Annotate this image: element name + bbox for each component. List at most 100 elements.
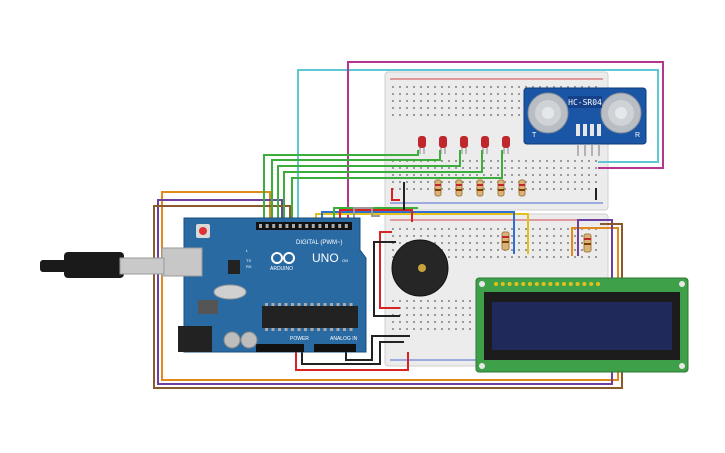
breadboard-hole	[476, 174, 478, 176]
breadboard-hole	[518, 228, 520, 230]
breadboard-hole	[483, 228, 485, 230]
breadboard-hole	[588, 167, 590, 169]
led[interactable]	[460, 136, 468, 148]
breadboard-hole	[448, 328, 450, 330]
breadboard-hole	[532, 167, 534, 169]
ultrasonic-sensor[interactable]: HC-SR04 T R	[523, 87, 647, 145]
breadboard-hole	[462, 100, 464, 102]
breadboard-hole	[469, 174, 471, 176]
digital-pin	[285, 224, 289, 228]
breadboard-hole	[588, 160, 590, 162]
breadboard-hole	[483, 181, 485, 183]
digital-pin	[278, 224, 282, 228]
breadboard-hole	[560, 242, 562, 244]
breadboard-hole	[448, 235, 450, 237]
breadboard-hole	[483, 235, 485, 237]
breadboard-hole	[469, 100, 471, 102]
breadboard-hole	[490, 249, 492, 251]
lcd-display[interactable]	[475, 277, 689, 373]
breadboard-hole	[518, 114, 520, 116]
led[interactable]	[502, 136, 510, 148]
breadboard-hole	[392, 328, 394, 330]
breadboard-hole	[427, 307, 429, 309]
breadboard-hole	[574, 256, 576, 258]
breadboard-hole	[469, 86, 471, 88]
breadboard-hole	[420, 86, 422, 88]
resistor	[518, 179, 526, 197]
breadboard-hole	[553, 228, 555, 230]
breadboard-hole	[476, 167, 478, 169]
digital-pin	[305, 224, 309, 228]
breadboard-hole	[448, 160, 450, 162]
breadboard-hole	[595, 160, 597, 162]
arduino-rx-label: RX	[246, 264, 252, 269]
breadboard-hole	[413, 188, 415, 190]
breadboard-hole	[462, 114, 464, 116]
breadboard-hole	[511, 256, 513, 258]
breadboard-hole	[420, 181, 422, 183]
breadboard-hole	[518, 86, 520, 88]
breadboard-hole	[406, 86, 408, 88]
chip-pin	[323, 303, 327, 306]
breadboard-hole	[497, 107, 499, 109]
breadboard-hole	[392, 86, 394, 88]
breadboard-hole	[434, 100, 436, 102]
breadboard-hole	[392, 321, 394, 323]
breadboard-hole	[406, 300, 408, 302]
breadboard-hole	[455, 114, 457, 116]
breadboard-hole	[469, 181, 471, 183]
arduino-model: UNO	[312, 251, 339, 265]
resistor-band	[498, 184, 504, 186]
breadboard-hole	[567, 256, 569, 258]
sensor-pin	[583, 124, 587, 136]
breadboard-hole	[462, 307, 464, 309]
chip-pin	[278, 328, 281, 331]
breadboard-hole	[490, 188, 492, 190]
sensor-pin	[597, 124, 601, 136]
breadboard-hole	[511, 235, 513, 237]
breadboard-hole	[441, 188, 443, 190]
breadboard-hole	[504, 86, 506, 88]
piezo-buzzer[interactable]	[391, 239, 449, 297]
breadboard-hole	[462, 256, 464, 258]
breadboard-hole	[420, 114, 422, 116]
breadboard-hole	[483, 167, 485, 169]
breadboard-hole	[434, 314, 436, 316]
breadboard-hole	[511, 242, 513, 244]
breadboard-hole	[469, 93, 471, 95]
breadboard-hole	[490, 242, 492, 244]
breadboard-hole	[448, 114, 450, 116]
led[interactable]	[439, 136, 447, 148]
breadboard-hole	[560, 228, 562, 230]
breadboard-hole	[497, 235, 499, 237]
breadboard-hole	[420, 100, 422, 102]
breadboard-hole	[539, 228, 541, 230]
breadboard-hole	[595, 174, 597, 176]
breadboard-hole	[497, 242, 499, 244]
breadboard-hole	[567, 249, 569, 251]
breadboard-hole	[546, 160, 548, 162]
breadboard-hole	[588, 174, 590, 176]
lcd-pin	[528, 282, 532, 286]
chip-pin	[336, 303, 340, 306]
arduino-uno[interactable]: DIGITAL (PWM~) ARDUINO UNO POWER ANALOG …	[161, 217, 367, 353]
breadboard-hole	[511, 174, 513, 176]
breadboard-hole	[406, 100, 408, 102]
breadboard-hole	[497, 100, 499, 102]
breadboard-hole	[455, 174, 457, 176]
breadboard-hole	[441, 307, 443, 309]
breadboard-hole	[434, 86, 436, 88]
breadboard-hole	[413, 167, 415, 169]
breadboard-hole	[553, 160, 555, 162]
breadboard-hole	[546, 86, 548, 88]
breadboard-hole	[539, 242, 541, 244]
breadboard-hole	[532, 174, 534, 176]
breadboard-hole	[434, 114, 436, 116]
chip-pin	[265, 303, 268, 306]
breadboard-hole	[441, 181, 443, 183]
led[interactable]	[481, 136, 489, 148]
breadboard-hole	[406, 314, 408, 316]
breadboard-hole	[427, 181, 429, 183]
breadboard-hole	[504, 256, 506, 258]
led[interactable]	[418, 136, 426, 148]
